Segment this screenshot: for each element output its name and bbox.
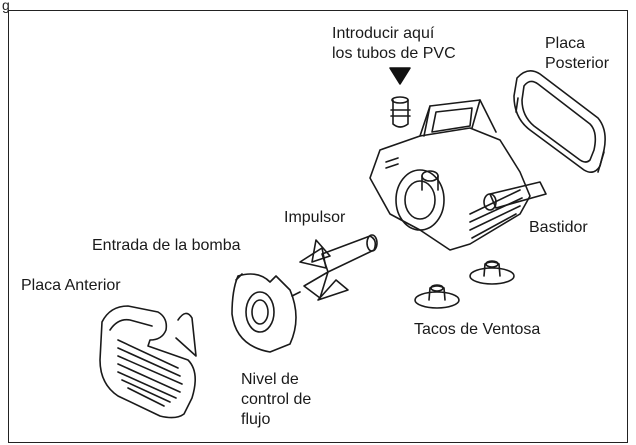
suction-cups-label: Tacos de Ventosa [414,321,541,338]
diagram-frame [8,10,628,443]
impeller-label: Impulsor [284,209,346,226]
rear-plate-part [513,70,606,174]
rear-plate-label-line1: Placa [545,35,586,52]
flow-control-label-line3: flujo [241,411,271,428]
pvc-label-line1: Introducir aquí [332,25,435,42]
figure-tag: g [2,0,10,13]
down-triangle-icon [389,67,411,85]
pvc-label-line2: los tubos de PVC [332,45,456,62]
suction-cup-left-part [414,284,460,309]
rear-plate-label-line2: Posterior [545,55,610,72]
flow-control-label-line1: Nivel de [241,371,299,388]
housing-part [369,99,547,251]
housing-label: Bastidor [529,219,588,236]
front-plate-label: Placa Anterior [21,277,121,294]
pvc-nozzle-part [390,96,411,128]
flow-control-part [231,273,301,353]
impeller-part [299,234,378,301]
front-plate-part [99,305,197,419]
flow-control-label-line2: control de [241,391,312,408]
suction-cup-right-part [469,260,515,285]
pump-inlet-label: Entrada de la bomba [92,237,241,254]
